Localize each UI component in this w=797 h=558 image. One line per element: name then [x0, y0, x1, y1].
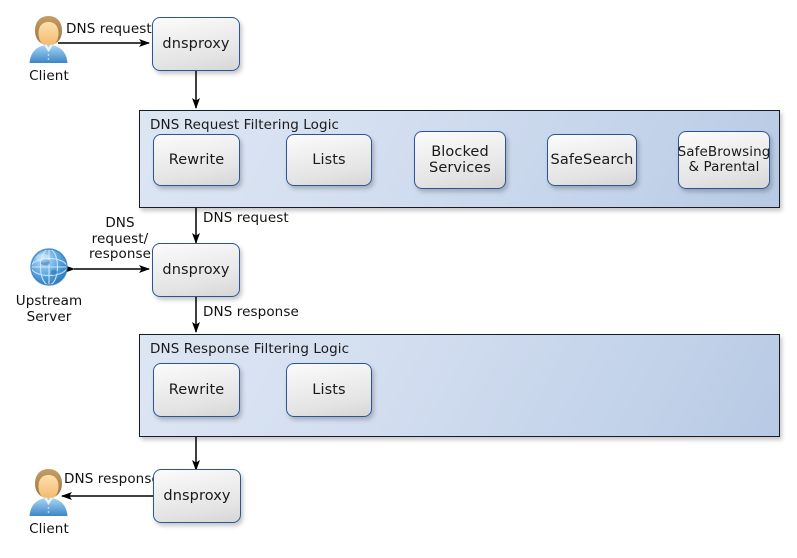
- client-top-label: Client: [29, 68, 69, 84]
- globe-icon: [25, 243, 73, 291]
- dnsproxy-middle-node[interactable]: dnsproxy: [152, 243, 240, 297]
- dns-response-filtering-group-title: DNS Response Filtering Logic: [150, 341, 350, 357]
- edge-label-upstream-exchange: DNS request/ response: [88, 215, 152, 263]
- stage-lists-request[interactable]: Lists: [286, 134, 372, 186]
- stage-lists-response[interactable]: Lists: [286, 363, 372, 417]
- edge-label-dnsproxy-to-request-group: DNS request: [203, 210, 289, 226]
- client-bottom-label: Client: [29, 521, 69, 537]
- edge-label-dnsproxy-to-response-group: DNS response: [203, 304, 299, 320]
- user-avatar-icon: [25, 13, 72, 65]
- stage-safebrowsing-parental[interactable]: SafeBrowsing & Parental: [678, 131, 770, 189]
- dnsproxy-bottom-node[interactable]: dnsproxy: [153, 469, 241, 523]
- edge-label-dnsproxy-to-client: DNS response: [64, 471, 160, 487]
- upstream-server-label: Upstream Server: [15, 293, 83, 325]
- stage-safesearch[interactable]: SafeSearch: [547, 134, 637, 186]
- stage-blocked-services[interactable]: Blocked Services: [414, 131, 506, 189]
- edge-label-client-to-dnsproxy: DNS request: [66, 21, 152, 37]
- dns-request-filtering-group-title: DNS Request Filtering Logic: [150, 117, 340, 133]
- dns-response-filtering-group: DNS Response Filtering Logic: [139, 334, 780, 437]
- stage-rewrite-request[interactable]: Rewrite: [153, 134, 240, 186]
- stage-rewrite-response[interactable]: Rewrite: [153, 363, 240, 417]
- dnsproxy-top-node[interactable]: dnsproxy: [152, 17, 240, 71]
- user-avatar-icon: [25, 466, 72, 518]
